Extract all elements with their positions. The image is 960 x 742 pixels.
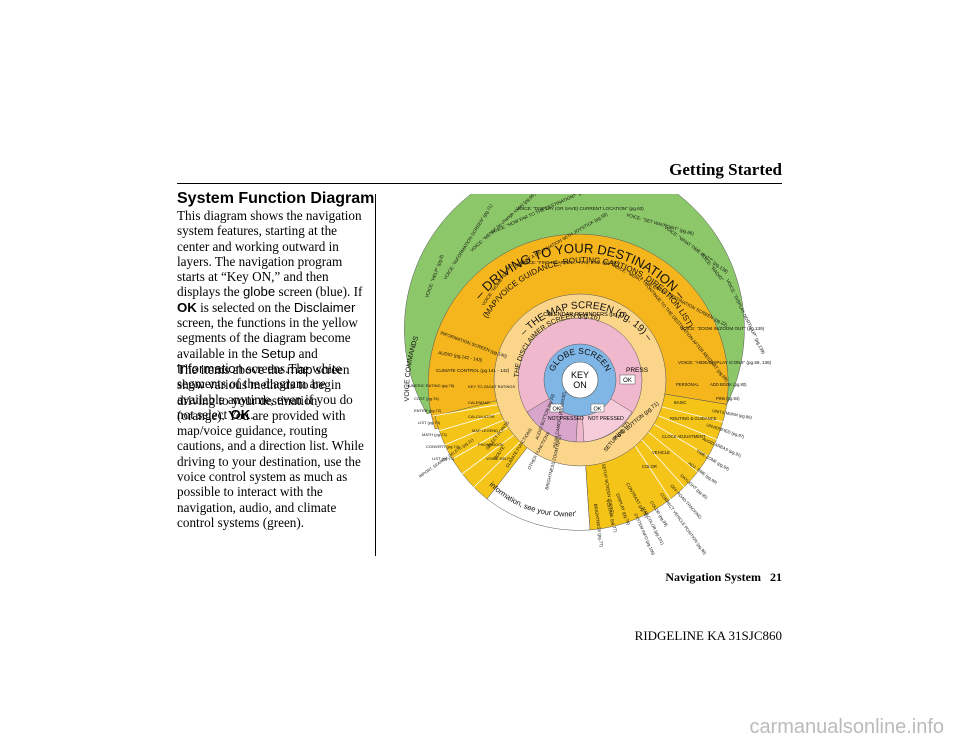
climate-item: CLIMATE CONTROL (pg.141 - 142) bbox=[436, 368, 510, 373]
cost-item: COST (pg.76) bbox=[414, 396, 439, 401]
voice-help-info-item: VOICE HELP bbox=[486, 456, 510, 461]
clock-item: CLOCK ADJUSTMENT bbox=[662, 434, 706, 439]
personal-item: PERSONAL bbox=[676, 382, 699, 387]
routing-item: ROUTING & GUIDANCE bbox=[670, 416, 717, 421]
ok-box-left bbox=[549, 403, 564, 413]
not-pressed-right: NOT PRESSED bbox=[588, 416, 624, 422]
basic-item: BASIC bbox=[674, 400, 687, 405]
page-number: 21 bbox=[770, 570, 782, 584]
ok-left-label: OK bbox=[553, 407, 561, 413]
calendar-reminders-label: CALENDAR REMINDERS (pg.17) bbox=[543, 312, 627, 318]
calculator-item: CALCULATOR bbox=[468, 414, 495, 419]
voice-display-location-item: VOICE: "DISPLAY (OR SAVE) CURRENT LOCATI… bbox=[516, 206, 644, 211]
section-title: System Function Diagram bbox=[177, 190, 375, 207]
brightness-item: BRIGHTNESS (pg.77) bbox=[593, 503, 604, 547]
vehicle-item: VEHICLE bbox=[652, 450, 670, 455]
intro-paragraph: This diagram shows the navigation system… bbox=[177, 208, 363, 422]
ok-box-right bbox=[619, 374, 636, 385]
numeric-rating-item: NUMERIC RATING (pg.76) bbox=[406, 383, 455, 388]
convert-item: CONVERT (pg.74) bbox=[426, 444, 460, 449]
key-on-circle bbox=[561, 361, 599, 399]
key-label: KEY bbox=[571, 370, 589, 380]
math-item: MATH (pg.73) bbox=[422, 432, 447, 437]
system-function-diagram: KEY ON GLOBE SCREEN THE DISCLAIMER SCREE… bbox=[377, 158, 780, 574]
list2-item: LIST (pg.75) bbox=[432, 456, 455, 461]
page-title: Getting Started bbox=[669, 160, 782, 179]
not-pressed-left: NOT PRESSED bbox=[548, 416, 584, 422]
phonebook-item: PHONEBOOK bbox=[478, 442, 504, 447]
ok-right-label: OK bbox=[623, 378, 632, 384]
list-item: LIST (pg.73) bbox=[418, 420, 441, 425]
find-nearest-item: VOICE: "FIND NEAREST..." ATM, ETC. (pg.1… bbox=[521, 260, 620, 265]
ok-box-mid bbox=[590, 403, 605, 413]
header-rule bbox=[177, 183, 782, 184]
pins-item: PINs (pg.84) bbox=[716, 396, 740, 401]
column-divider bbox=[375, 194, 376, 556]
footer-nav-label: Navigation System bbox=[665, 570, 761, 584]
map-paragraph: The items above the map screen show vari… bbox=[177, 362, 364, 530]
voice-icons-item: VOICE: "HIDE/DISPLAY ICONS" (pg.59, 136) bbox=[678, 360, 772, 365]
diagram-svg: KEY ON GLOBE SCREEN THE DISCLAIMER SCREE… bbox=[377, 158, 772, 556]
color-item: COLOR bbox=[642, 464, 657, 469]
add-book-item: ADD BOOK (pg.80) bbox=[710, 382, 747, 387]
map-legend-item: MAP LEGEND bbox=[472, 428, 498, 433]
footer-nav: Navigation System 21 bbox=[0, 570, 782, 585]
zagat-item: KEY TO ZAGAT RATINGS bbox=[468, 384, 515, 389]
calendar-item: CALENDAR bbox=[468, 400, 490, 405]
ok-mid-label: OK bbox=[594, 407, 602, 413]
enter-item: ENTER (pg.72) bbox=[414, 408, 442, 413]
watermark: carmanualsonline.info bbox=[749, 716, 944, 738]
footer-code: RIDGELINE KA 31SJC860 bbox=[634, 628, 782, 643]
press-label: PRESS bbox=[626, 367, 649, 374]
on-label: ON bbox=[573, 380, 587, 390]
voice-zoom-item: VOICE: "ZOOM IN/ZOOM OUT" (pg.139) bbox=[680, 326, 765, 331]
